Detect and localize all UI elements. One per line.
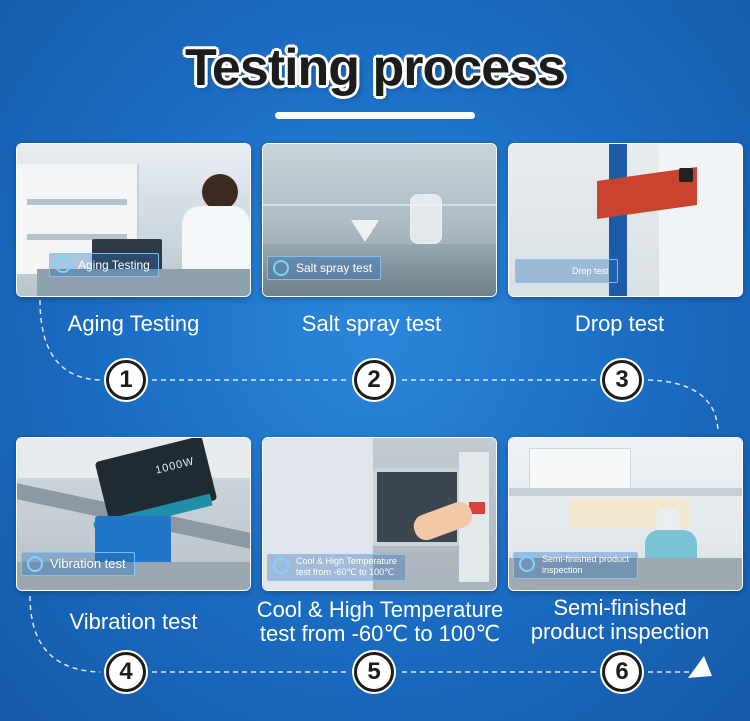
- step-4-label: Vibration test: [69, 609, 198, 634]
- globe-icon: [519, 556, 535, 572]
- step-3-number: 3: [602, 360, 642, 400]
- photo-drop-test: Drop test: [508, 143, 743, 297]
- globe-icon: [273, 558, 289, 574]
- step-3-label: Drop test: [574, 311, 665, 336]
- arrow-right-icon: [688, 656, 712, 678]
- step-6-number: 6: [602, 652, 642, 692]
- globe-icon: [27, 556, 43, 572]
- photo-temperature-test: Cool & High Temperature test from -60℃ t…: [262, 437, 497, 591]
- tag-temperature-test: Cool & High Temperature test from -60℃ t…: [267, 554, 406, 581]
- step-5-number: 5: [354, 652, 394, 692]
- photo-salt-spray-test: Salt spray test: [262, 143, 497, 297]
- tag-salt-spray-test: Salt spray test: [267, 256, 382, 280]
- step-1-label: Aging Testing: [67, 311, 200, 336]
- photo-aging-testing: Aging Testing: [16, 143, 251, 297]
- photo-semi-finished-inspection: Semi-finished product inspection: [508, 437, 743, 591]
- step-2-number: 2: [354, 360, 394, 400]
- title-underline: [275, 112, 475, 119]
- tag-vibration-test: Vibration test: [21, 552, 135, 576]
- globe-icon: [273, 260, 289, 276]
- step-2-label: Salt spray test: [301, 311, 442, 336]
- globe-icon: [55, 257, 71, 273]
- step-6-label: Semi-finished product inspection: [530, 595, 710, 644]
- tag-aging-testing: Aging Testing: [49, 253, 159, 277]
- page-title: Testing process: [185, 39, 566, 97]
- photo-vibration-test: 1000W Vibration test: [16, 437, 251, 591]
- tag-semi-finished-inspection: Semi-finished product inspection: [513, 552, 639, 579]
- step-4-number: 4: [106, 652, 146, 692]
- step-5-label: Cool & High Temperature test from -60℃ t…: [256, 597, 504, 646]
- step-1-number: 1: [106, 360, 146, 400]
- tag-drop-test: Drop test: [515, 259, 618, 283]
